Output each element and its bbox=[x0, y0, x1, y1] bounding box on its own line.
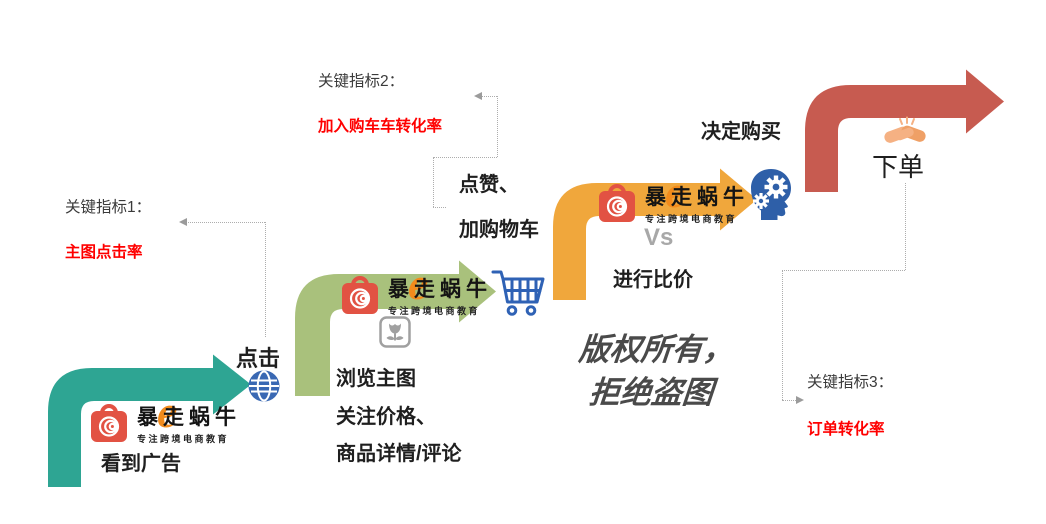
connector-1-arrowhead-icon bbox=[179, 218, 187, 226]
connector-2-h3 bbox=[433, 207, 446, 208]
stage-add-cart-line-2: 加购物车 bbox=[459, 219, 539, 241]
stage-browse-line-2: 关注价格、 bbox=[336, 405, 436, 428]
snail-bag-icon bbox=[599, 184, 635, 222]
brand-logo-3: e 暴走蜗牛 专注跨境电商教育 bbox=[594, 169, 749, 225]
stage-order-label: 下单 bbox=[872, 152, 925, 182]
handshake-icon bbox=[884, 116, 926, 143]
stage-browse-line-1: 浏览主图 bbox=[336, 368, 416, 390]
connector-2-v2 bbox=[433, 157, 434, 207]
brand-name: 暴走蜗牛 bbox=[388, 277, 492, 301]
vs-label: Vs bbox=[644, 224, 674, 251]
connector-1-v bbox=[265, 222, 266, 337]
indicator-1-value: 主图点击率 bbox=[65, 244, 143, 261]
stage-add-cart-lines: 点赞、 加购物车 bbox=[459, 163, 539, 253]
indicator-2-value: 加入购车车转化率 bbox=[318, 118, 443, 135]
connector-2-h1 bbox=[481, 96, 497, 97]
brand-e-icon: e bbox=[665, 166, 686, 217]
globe-icon bbox=[248, 370, 280, 402]
brand-logo-2: e 暴走蜗牛 专注跨境电商教育 bbox=[337, 261, 492, 317]
connector-3-h1 bbox=[782, 270, 905, 271]
copyright-watermark-line-2: 拒绝盗图 bbox=[587, 375, 715, 410]
see-ad-arrow bbox=[48, 354, 251, 487]
copyright-watermark: 版权所有， 拒绝盗图 bbox=[573, 328, 736, 414]
indicator-2-title: 关键指标2： bbox=[318, 73, 405, 90]
brand-e-icon: e bbox=[408, 258, 429, 309]
indicator-3-value: 订单转化率 bbox=[807, 421, 885, 438]
brand-logo-1: e 暴走蜗牛 专注跨境电商教育 bbox=[86, 389, 241, 445]
cart-icon bbox=[491, 270, 545, 316]
connector-3-v2 bbox=[782, 270, 783, 400]
order-arrow bbox=[805, 69, 1004, 192]
brand-name: 暴走蜗牛 bbox=[137, 405, 241, 429]
brand-tagline: 专注跨境电商教育 bbox=[137, 434, 230, 444]
connector-2-arrowhead-icon bbox=[474, 92, 482, 100]
snail-bag-icon bbox=[342, 276, 378, 314]
copyright-watermark-line-1: 版权所有， bbox=[577, 332, 736, 367]
connector-3-arrowhead-icon bbox=[796, 396, 804, 404]
brand-e-icon: e bbox=[157, 386, 178, 437]
connector-2-v1 bbox=[497, 96, 498, 157]
connector-2-h2 bbox=[433, 157, 497, 158]
indicator-1-title: 关键指标1： bbox=[65, 199, 152, 216]
brand-tagline: 专注跨境电商教育 bbox=[645, 214, 738, 224]
stage-compare-label: 进行比价 bbox=[613, 269, 693, 291]
head-gears-icon bbox=[751, 169, 791, 220]
connector-3-v1 bbox=[905, 183, 906, 270]
stage-decide-label: 决定购买 bbox=[701, 121, 781, 143]
brand-tagline: 专注跨境电商教育 bbox=[388, 306, 481, 316]
indicator-3-title: 关键指标3： bbox=[807, 374, 894, 391]
connector-1-h bbox=[186, 222, 265, 223]
stage-click-label: 点击 bbox=[236, 346, 281, 371]
connector-3-h2 bbox=[782, 400, 798, 401]
snail-bag-icon bbox=[91, 404, 127, 442]
stage-add-cart-line-1: 点赞、 bbox=[459, 174, 519, 196]
image-placeholder-icon bbox=[379, 316, 411, 348]
stage-browse-line-3: 商品详情/评论 bbox=[336, 443, 462, 465]
brand-name: 暴走蜗牛 bbox=[645, 185, 749, 209]
stage-see-ad-label: 看到广告 bbox=[101, 453, 181, 475]
stage-browse-lines: 浏览主图 关注价格、 商品详情/评论 bbox=[336, 361, 462, 474]
